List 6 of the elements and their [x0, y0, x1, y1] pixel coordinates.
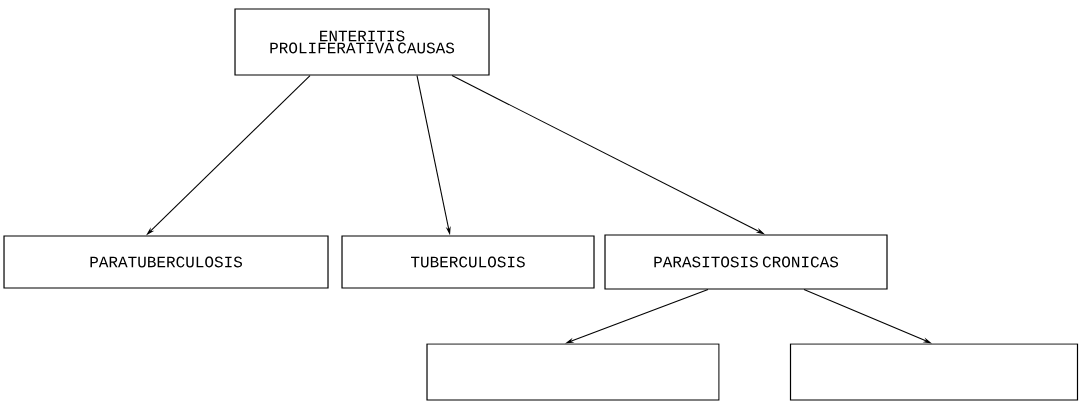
cause-box: TUBERCULOSIS [341, 235, 595, 289]
empty-box [426, 343, 720, 401]
empty-box [789, 343, 1079, 401]
cause-box: PARASITOSIS CRONICAS [604, 234, 888, 290]
cause-box: PARATUBERCULOSIS [3, 235, 329, 289]
title-box: ENTERITIS PROLIFERATIVA CAUSAS [234, 8, 490, 76]
